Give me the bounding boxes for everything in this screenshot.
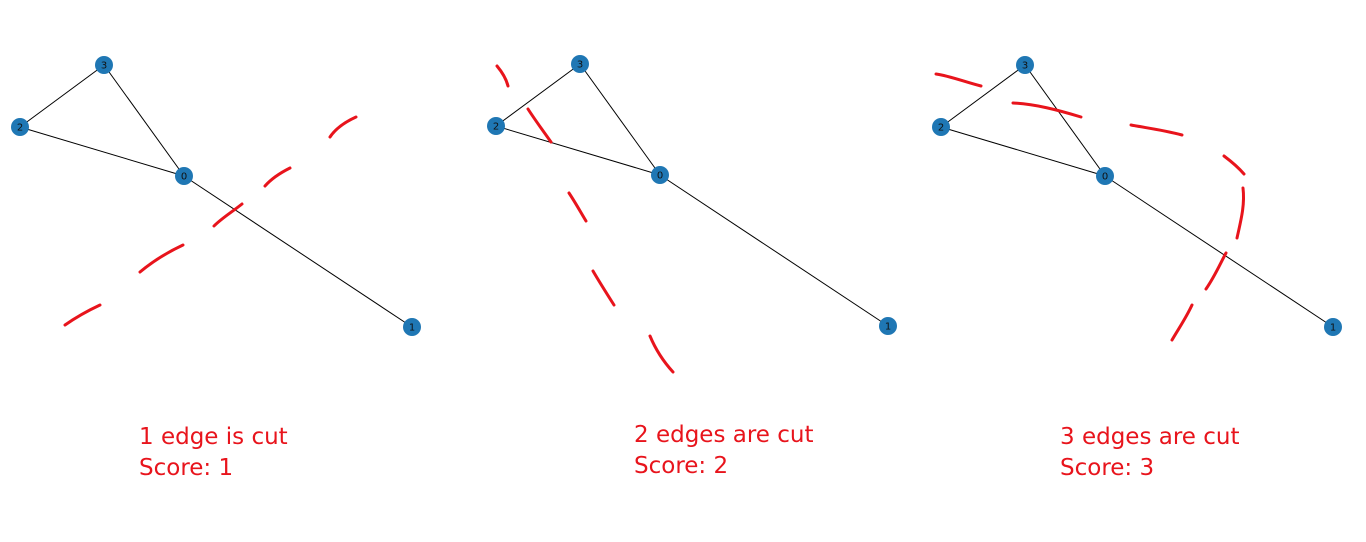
cut-stroke xyxy=(1129,123,1184,137)
caption-panel-2: 2 edges are cut Score: 2 xyxy=(634,420,814,482)
score-text: Score: 3 xyxy=(1060,455,1155,481)
edge-0-3 xyxy=(103,64,185,177)
node-circle xyxy=(571,55,589,73)
node-circle xyxy=(651,166,669,184)
node-circle xyxy=(932,118,950,136)
edge-0-2 xyxy=(495,125,661,176)
cut-stroke xyxy=(1222,154,1246,176)
cut-count-text: 3 edges are cut xyxy=(1060,424,1240,450)
node-2: 2 xyxy=(932,118,950,136)
node-circle xyxy=(175,167,193,185)
node-1: 1 xyxy=(403,318,421,336)
graph-panel-1: 0 1 2 3 xyxy=(11,56,421,336)
node-circle xyxy=(1096,167,1114,185)
node-0: 0 xyxy=(651,166,669,184)
node-label: 0 xyxy=(657,171,663,182)
node-label: 0 xyxy=(1102,172,1108,183)
cut-count-text: 2 edges are cut xyxy=(634,422,814,448)
node-label: 1 xyxy=(409,323,415,334)
node-3: 3 xyxy=(571,55,589,73)
cut-stroke xyxy=(63,303,102,327)
node-3: 3 xyxy=(1016,56,1034,74)
node-circle xyxy=(879,317,897,335)
cut-stroke xyxy=(591,269,616,307)
edge-0-1 xyxy=(659,174,889,327)
edge-0-3 xyxy=(579,63,661,176)
caption-panel-3: 3 edges are cut Score: 3 xyxy=(1060,422,1240,484)
node-0: 0 xyxy=(1096,167,1114,185)
node-circle xyxy=(487,117,505,135)
cut-stroke xyxy=(567,191,588,223)
node-label: 2 xyxy=(17,123,23,134)
score-text: Score: 1 xyxy=(139,455,234,481)
node-label: 1 xyxy=(1330,323,1336,334)
edge-0-2 xyxy=(19,126,185,177)
graph-panel-3: 0 1 2 3 xyxy=(932,56,1342,342)
graph-panel-2: 0 1 2 3 xyxy=(487,55,897,374)
node-label: 2 xyxy=(938,123,944,134)
cut-stroke xyxy=(1235,186,1245,240)
cut-stroke xyxy=(263,166,292,188)
node-circle xyxy=(403,318,421,336)
cut-stroke xyxy=(1170,303,1194,342)
node-2: 2 xyxy=(11,118,29,136)
node-circle xyxy=(11,118,29,136)
cut-stroke xyxy=(495,64,510,88)
node-label: 1 xyxy=(885,322,891,333)
edge-2-3 xyxy=(940,64,1026,128)
caption-panel-1: 1 edge is cut Score: 1 xyxy=(139,422,288,484)
node-2: 2 xyxy=(487,117,505,135)
node-1: 1 xyxy=(1324,318,1342,336)
score-text: Score: 2 xyxy=(634,453,729,479)
cut-stroke xyxy=(648,334,675,374)
cut-stroke xyxy=(1011,101,1083,119)
cut-stroke xyxy=(934,72,983,88)
node-3: 3 xyxy=(95,56,113,74)
node-circle xyxy=(1016,56,1034,74)
edge-2-3 xyxy=(495,63,581,127)
node-circle xyxy=(95,56,113,74)
node-label: 3 xyxy=(101,61,107,72)
edge-2-3 xyxy=(19,64,105,128)
node-circle xyxy=(1324,318,1342,336)
cut-stroke xyxy=(138,243,185,274)
node-label: 2 xyxy=(493,122,499,133)
cut-stroke xyxy=(1204,251,1228,291)
node-label: 3 xyxy=(1022,61,1028,72)
node-0: 0 xyxy=(175,167,193,185)
node-1: 1 xyxy=(879,317,897,335)
cut-count-text: 1 edge is cut xyxy=(139,424,288,450)
cut-stroke xyxy=(328,115,358,139)
edge-0-1 xyxy=(1104,175,1334,328)
edge-0-3 xyxy=(1024,64,1106,177)
node-label: 0 xyxy=(181,172,187,183)
cut-stroke xyxy=(212,202,244,228)
node-label: 3 xyxy=(577,60,583,71)
cut-stroke xyxy=(526,107,553,144)
edge-0-2 xyxy=(940,126,1106,177)
edge-0-1 xyxy=(183,175,413,328)
